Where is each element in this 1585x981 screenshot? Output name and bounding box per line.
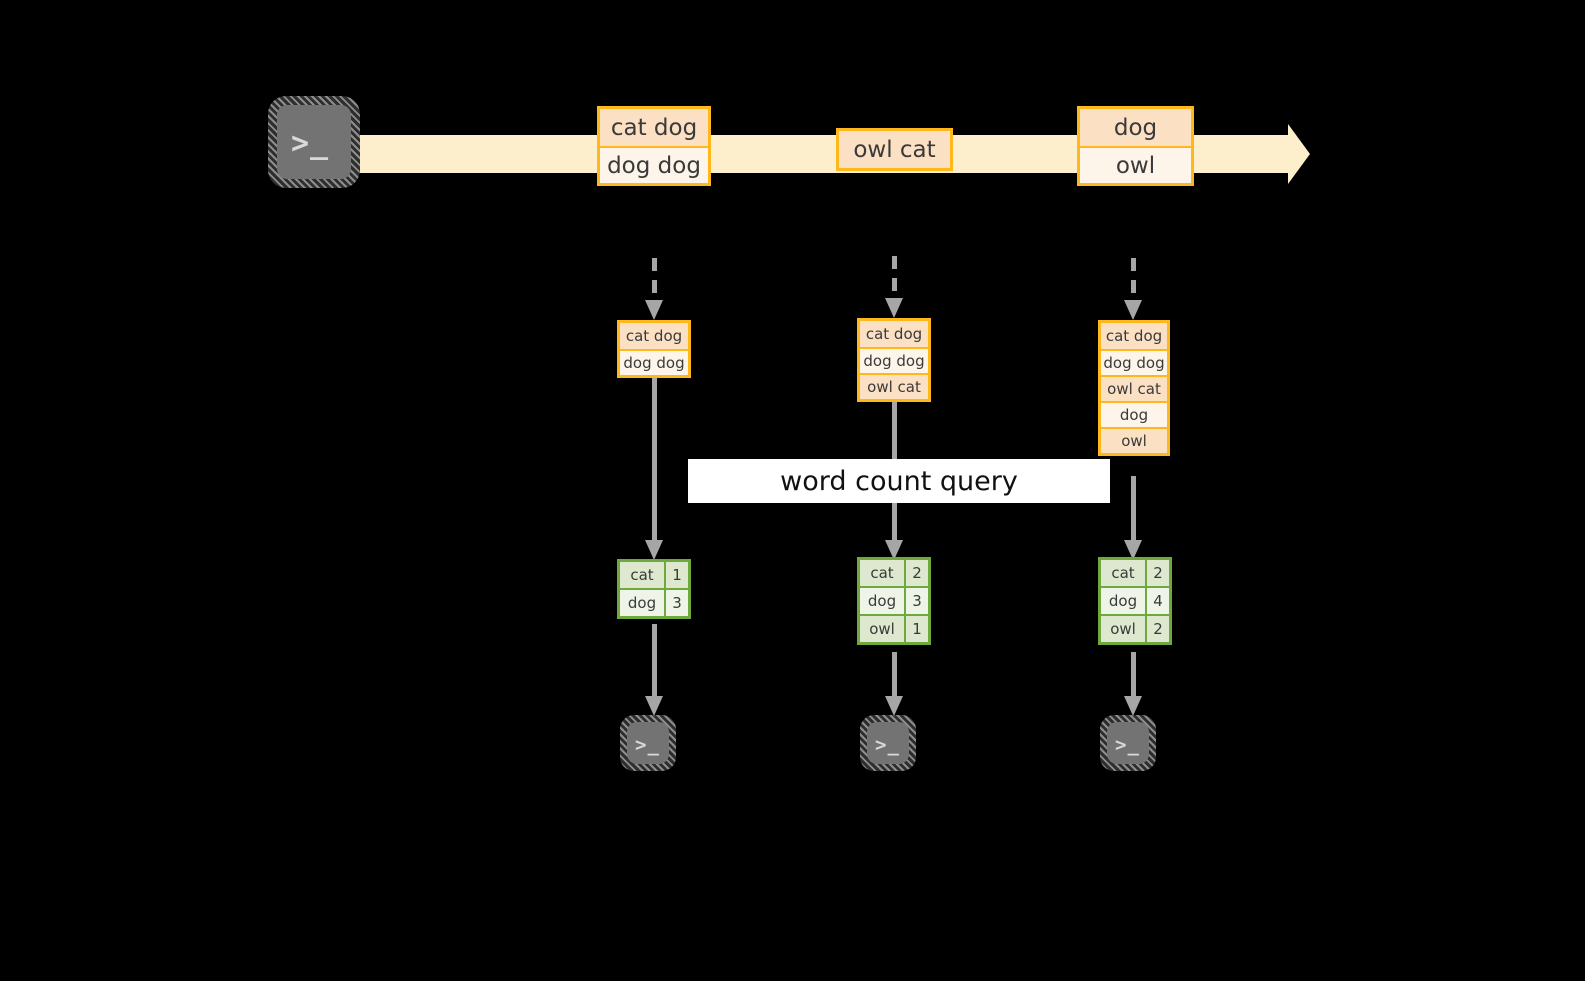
arrow-shaft	[1131, 476, 1136, 542]
record-line: cat dog	[600, 109, 708, 146]
result-key: cat	[860, 560, 904, 586]
arrow-head	[1124, 540, 1142, 560]
table-row: dog dog	[860, 347, 928, 373]
result-key: owl	[1101, 616, 1145, 642]
result-count: 3	[904, 588, 928, 614]
terminal-face	[277, 105, 351, 179]
result-key: cat	[620, 562, 664, 588]
terminal-prompt-glyph: >_	[635, 734, 660, 756]
stream-batch-2: owl cat	[836, 128, 953, 171]
table-row: dog dog	[620, 349, 688, 375]
table-row: cat dog	[1101, 323, 1167, 349]
terminal-prompt-glyph: >_	[875, 734, 900, 756]
stream-batch-3: dog owl	[1077, 106, 1194, 186]
arrow-shaft	[1131, 258, 1136, 302]
result-count: 2	[904, 560, 928, 586]
terminal-prompt-glyph: >_	[1115, 734, 1140, 756]
table-row: dog 3	[620, 588, 688, 616]
result-count: 1	[904, 616, 928, 642]
source-terminal-icon: >_	[268, 96, 360, 188]
arrow-head	[1124, 696, 1142, 716]
table-row: owl cat	[1101, 375, 1167, 401]
snapshot-1-result-table: cat 1 dog 3	[617, 559, 691, 619]
record-line: owl	[1080, 146, 1191, 183]
result-key: owl	[860, 616, 904, 642]
arrow-head	[885, 298, 903, 318]
arrow-head	[645, 696, 663, 716]
result-key: dog	[860, 588, 904, 614]
snapshot-2-input-table: cat dog dog dog owl cat	[857, 318, 931, 402]
arrow-head	[645, 540, 663, 560]
sink-terminal-icon-3: >_	[1100, 715, 1156, 771]
result-count: 1	[664, 562, 688, 588]
stream-batch-1: cat dog dog dog	[597, 106, 711, 186]
result-count: 2	[1145, 616, 1169, 642]
snapshot-3-result-table: cat 2 dog 4 owl 2	[1098, 557, 1172, 645]
result-key: cat	[1101, 560, 1145, 586]
table-row: owl 2	[1101, 614, 1169, 642]
table-row: owl 1	[860, 614, 928, 642]
table-row: cat 2	[860, 560, 928, 586]
terminal-prompt-glyph: >_	[291, 126, 330, 161]
snapshot-1-input-table: cat dog dog dog	[617, 320, 691, 378]
arrow-head	[885, 540, 903, 560]
record-line: dog	[1080, 109, 1191, 146]
result-count: 3	[664, 590, 688, 616]
record-line: dog dog	[600, 146, 708, 183]
table-row: owl cat	[860, 373, 928, 399]
result-key: dog	[1101, 588, 1145, 614]
arrow-shaft	[652, 374, 657, 542]
query-label-text: word count query	[780, 465, 1018, 497]
result-count: 2	[1145, 560, 1169, 586]
table-row: dog 4	[1101, 586, 1169, 614]
result-key: dog	[620, 590, 664, 616]
snapshot-3-input-table: cat dog dog dog owl cat dog owl	[1098, 320, 1170, 456]
arrow-shaft	[892, 256, 897, 300]
table-row: cat 1	[620, 562, 688, 588]
arrow-head	[885, 696, 903, 716]
table-row: cat dog	[620, 323, 688, 349]
arrow-shaft	[1131, 652, 1136, 698]
arrow-head	[1124, 300, 1142, 320]
query-label-banner: word count query	[688, 459, 1110, 503]
terminal-face	[1107, 722, 1149, 764]
sink-terminal-icon-2: >_	[860, 715, 916, 771]
table-row: cat dog	[860, 321, 928, 347]
sink-terminal-icon-1: >_	[620, 715, 676, 771]
stream-arrow-head	[1288, 124, 1310, 184]
record-line: owl cat	[839, 131, 950, 168]
table-row: dog dog	[1101, 349, 1167, 375]
table-row: dog 3	[860, 586, 928, 614]
terminal-face	[627, 722, 669, 764]
terminal-face	[867, 722, 909, 764]
table-row: dog	[1101, 401, 1167, 427]
arrow-head	[645, 300, 663, 320]
snapshot-2-result-table: cat 2 dog 3 owl 1	[857, 557, 931, 645]
arrow-shaft	[652, 258, 657, 302]
arrow-shaft	[892, 652, 897, 698]
result-count: 4	[1145, 588, 1169, 614]
table-row: owl	[1101, 427, 1167, 453]
arrow-shaft	[652, 624, 657, 698]
table-row: cat 2	[1101, 560, 1169, 586]
